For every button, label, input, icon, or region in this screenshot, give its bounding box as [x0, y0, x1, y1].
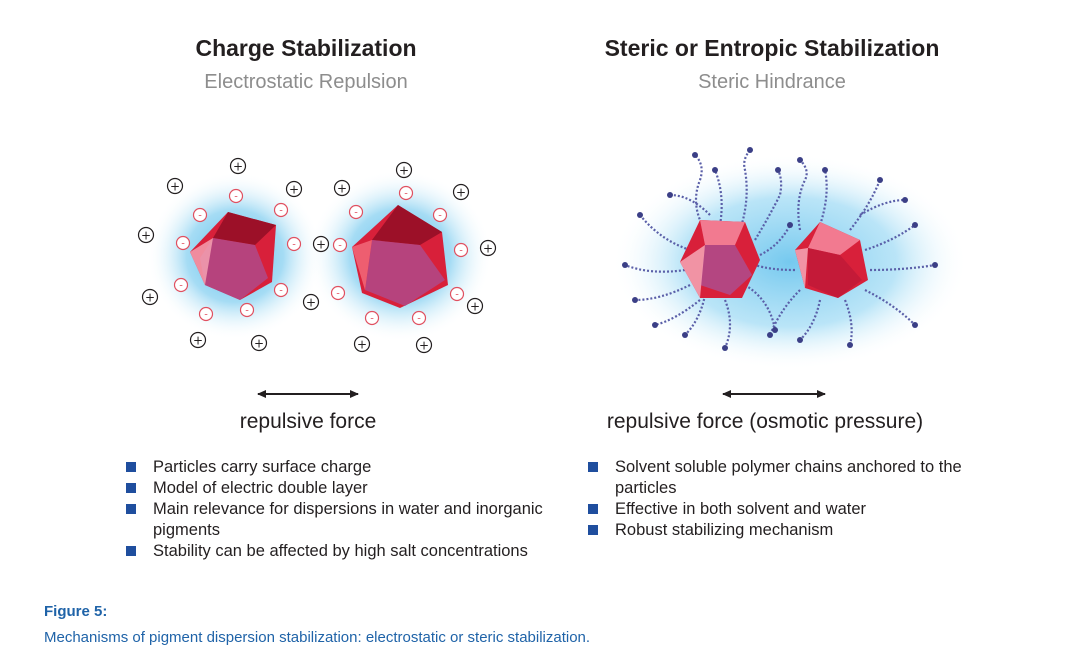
positive-charge-symbol: + [141, 229, 151, 243]
negative-charge-symbol: - [279, 206, 283, 217]
positive-charge-symbol: + [306, 296, 316, 310]
positive-charge-symbol: + [456, 186, 466, 200]
negative-charge-symbol: - [438, 211, 442, 222]
positive-charge-symbol: + [289, 183, 299, 197]
polymer-anchor-heads [622, 147, 938, 351]
pigment-particle-1 [190, 212, 276, 300]
left-column-title: Charge Stabilization [195, 35, 417, 61]
polymer-shell-halo [612, 154, 968, 370]
positive-charge-symbol: + [470, 300, 480, 314]
list-item: Solvent soluble polymer chains anchored … [587, 457, 967, 499]
right-column-title: Steric or Entropic Stabilization [604, 35, 940, 61]
bullet-square-icon [126, 483, 136, 493]
negative-charge-symbol: - [204, 310, 208, 321]
steric-pigment-particle-2 [795, 222, 868, 298]
positive-charges: + + + + + + + + + + + + + + + + [137, 157, 497, 354]
negative-charge-symbol: - [370, 314, 374, 325]
left-force-label: repulsive force [239, 410, 377, 433]
bullet-square-icon [588, 504, 598, 514]
negative-charge-symbol: - [292, 240, 296, 251]
positive-charge-symbol: + [483, 242, 493, 256]
list-item: Model of electric double layer [125, 478, 585, 499]
bullet-square-icon [588, 462, 598, 472]
positive-charge-symbol: + [254, 337, 264, 351]
negative-charge-symbol: - [404, 189, 408, 200]
list-item: Stability can be affected by high salt c… [125, 541, 585, 562]
steric-stabilization-diagram [612, 147, 968, 398]
negative-charge-symbol: - [181, 239, 185, 250]
list-item: Particles carry surface charge [125, 457, 585, 478]
negative-charge-symbol: - [179, 281, 183, 292]
bullet-square-icon [126, 546, 136, 556]
negative-charge-symbol: - [245, 306, 249, 317]
list-item: Main relevance for dispersions in water … [125, 499, 585, 541]
negative-charge-symbol: - [354, 208, 358, 219]
positive-charge-symbol: + [316, 238, 326, 252]
negative-charge-symbol: - [459, 246, 463, 257]
bullet-square-icon [126, 462, 136, 472]
negative-charge-symbol: - [279, 286, 283, 297]
positive-charge-symbol: + [419, 339, 429, 353]
bullet-square-icon [126, 504, 136, 514]
list-item: Robust stabilizing mechanism [587, 520, 967, 541]
charge-stabilization-diagram: - - - - - - - - - - - - - - - - - - + + … [137, 157, 497, 398]
pigment-particle-2 [352, 205, 448, 308]
left-bullet-list: Particles carry surface charge Model of … [125, 457, 585, 562]
positive-charge-symbol: + [399, 164, 409, 178]
negative-charge-symbol: - [338, 241, 342, 252]
steric-pigment-particle-1 [680, 220, 760, 298]
right-column-subtitle: Steric Hindrance [698, 71, 846, 93]
negative-charge-symbol: - [455, 290, 459, 301]
left-column-subtitle: Electrostatic Repulsion [204, 71, 408, 93]
negative-charges: - - - - - - - - - - - - - - - - - - [173, 185, 469, 326]
negative-charge-symbol: - [417, 314, 421, 325]
right-bullet-list: Solvent soluble polymer chains anchored … [587, 457, 967, 541]
negative-charge-symbol: - [234, 192, 238, 203]
list-item: Effective in both solvent and water [587, 499, 967, 520]
polymer-chains [624, 149, 936, 349]
positive-charge-symbol: + [193, 334, 203, 348]
positive-charge-symbol: + [170, 180, 180, 194]
negative-charge-symbol: - [336, 289, 340, 300]
positive-charge-symbol: + [357, 338, 367, 352]
positive-charge-symbol: + [337, 182, 347, 196]
bullet-square-icon [588, 525, 598, 535]
positive-charge-symbol: + [145, 291, 155, 305]
figure-label: Figure 5: [44, 603, 108, 620]
right-force-label: repulsive force (osmotic pressure) [606, 410, 924, 433]
positive-charge-symbol: + [233, 160, 243, 174]
negative-charge-symbol: - [198, 211, 202, 222]
figure-caption: Mechanisms of pigment dispersion stabili… [44, 629, 591, 646]
